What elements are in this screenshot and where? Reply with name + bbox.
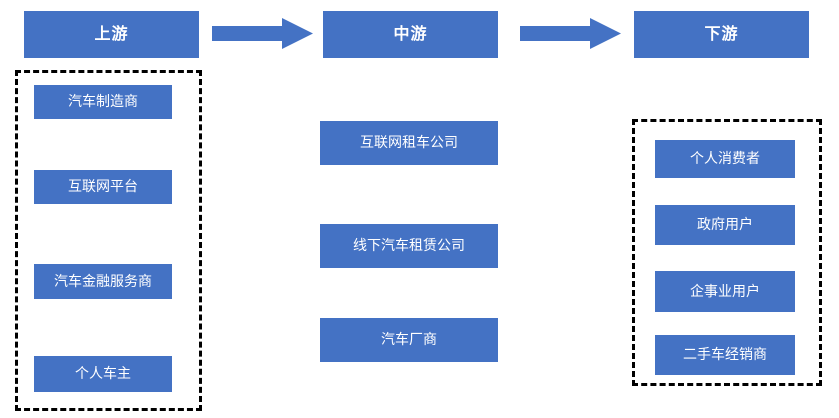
node-midstream-0-label: 互联网租车公司 [360,134,458,151]
node-midstream-1[interactable]: 线下汽车租赁公司 [320,224,498,268]
column-header-upstream[interactable]: 上游 [24,11,199,58]
column-header-midstream-label: 中游 [393,25,428,43]
group-frame-upstream [15,70,202,411]
right-arrow-icon [212,18,313,49]
node-downstream-1-label: 政府用户 [697,216,753,233]
node-upstream-2-label: 汽车金融服务商 [54,272,152,289]
node-downstream-2-label: 企事业用户 [690,282,760,299]
column-header-upstream-label: 上游 [94,25,129,43]
node-midstream-2[interactable]: 汽车厂商 [320,318,498,362]
column-header-midstream[interactable]: 中游 [323,11,498,58]
column-header-downstream[interactable]: 下游 [634,11,809,58]
node-upstream-1[interactable]: 互联网平台 [34,170,172,204]
node-downstream-1[interactable]: 政府用户 [655,205,795,245]
node-midstream-2-label: 汽车厂商 [381,331,437,348]
group-frame-downstream [632,119,822,386]
node-downstream-3[interactable]: 二手车经销商 [655,335,795,375]
column-header-downstream-label: 下游 [704,25,739,43]
node-midstream-0[interactable]: 互联网租车公司 [320,121,498,165]
node-upstream-1-label: 互联网平台 [68,178,138,195]
right-arrow-icon [520,18,621,49]
node-upstream-0-label: 汽车制造商 [68,93,138,110]
node-downstream-3-label: 二手车经销商 [683,346,767,363]
node-downstream-2[interactable]: 企事业用户 [655,271,795,312]
node-upstream-3-label: 个人车主 [75,365,131,382]
node-downstream-0-label: 个人消费者 [690,150,760,167]
node-upstream-2[interactable]: 汽车金融服务商 [34,264,172,299]
node-downstream-0[interactable]: 个人消费者 [655,140,795,178]
node-midstream-1-label: 线下汽车租赁公司 [353,237,465,254]
node-upstream-0[interactable]: 汽车制造商 [34,85,172,119]
node-upstream-3[interactable]: 个人车主 [34,356,172,392]
